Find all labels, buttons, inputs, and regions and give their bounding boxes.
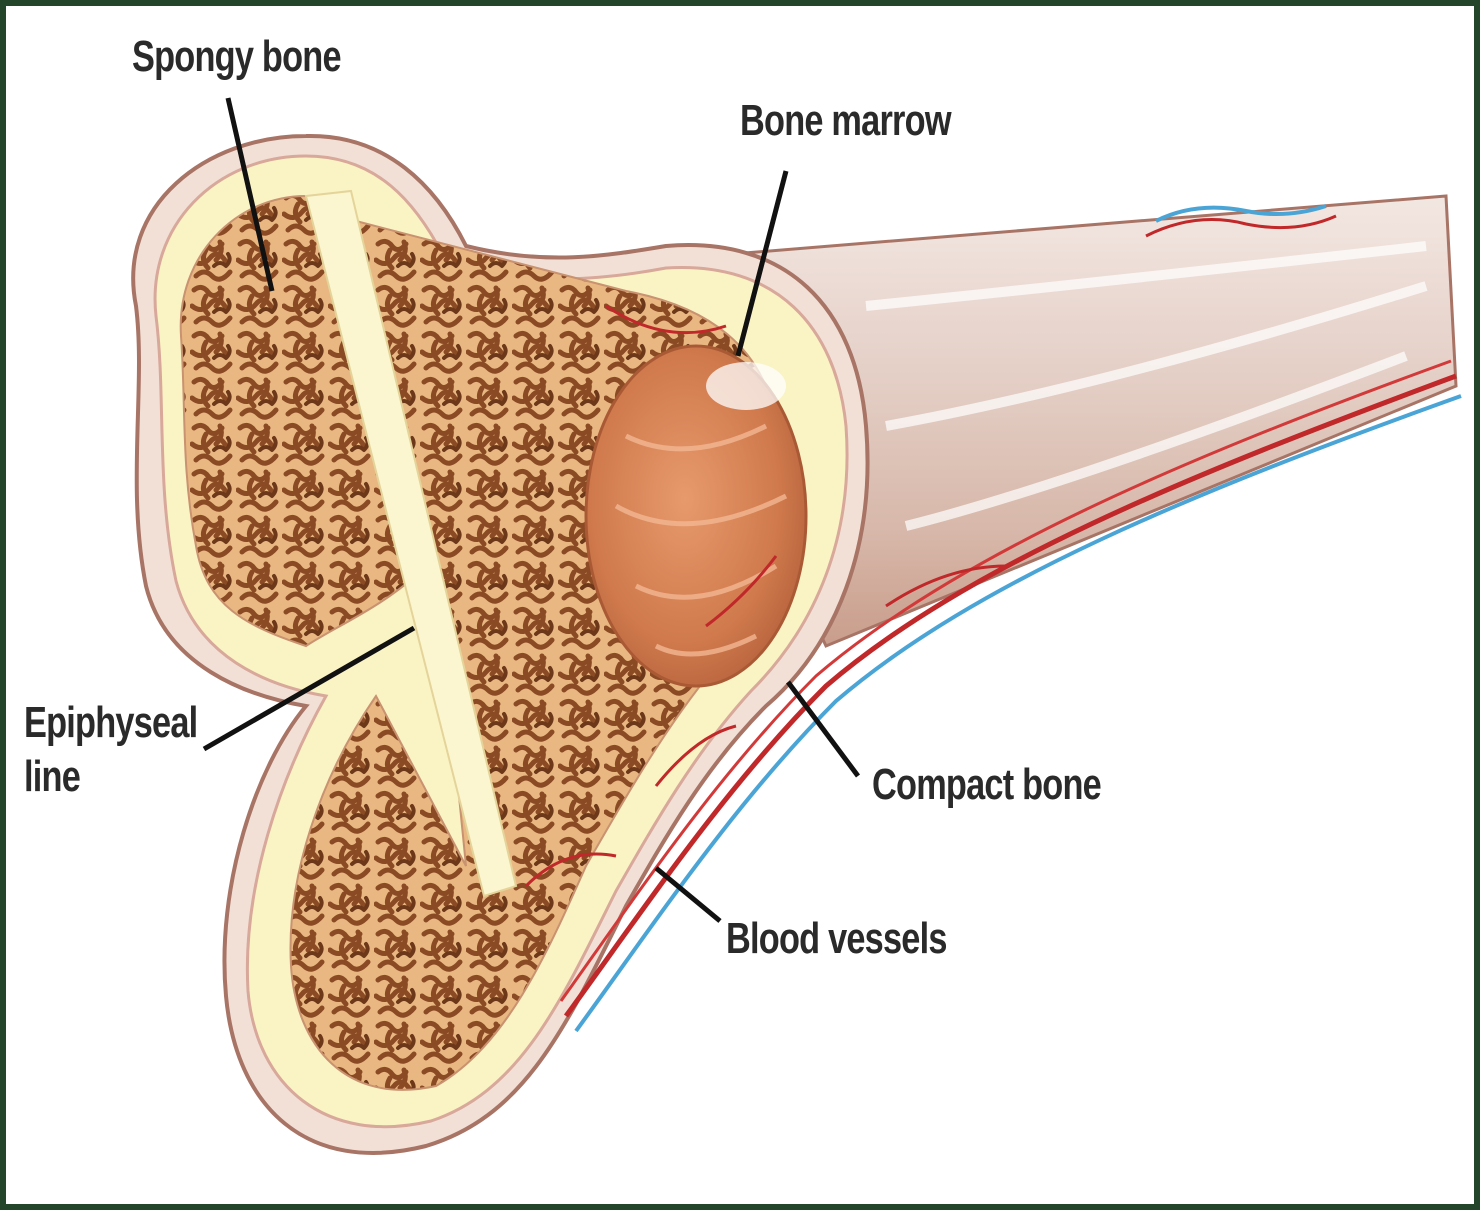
label-blood-vessels: Blood vessels	[726, 912, 947, 966]
label-epiphyseal-line-part1: Epiphyseal	[24, 696, 197, 750]
leader-compact-bone	[788, 682, 858, 776]
label-compact-bone: Compact bone	[872, 758, 1101, 812]
bone-cross-section-illustration	[6, 6, 1474, 1204]
label-spongy-bone: Spongy bone	[132, 30, 341, 84]
label-bone-marrow: Bone marrow	[740, 94, 951, 148]
bone-marrow-cavity	[586, 346, 806, 686]
diagram-canvas: Spongy bone Bone marrow Epiphyseal line …	[6, 6, 1474, 1204]
label-epiphyseal-line: Epiphyseal line	[24, 696, 197, 804]
label-epiphyseal-line-part2: line	[24, 750, 197, 804]
